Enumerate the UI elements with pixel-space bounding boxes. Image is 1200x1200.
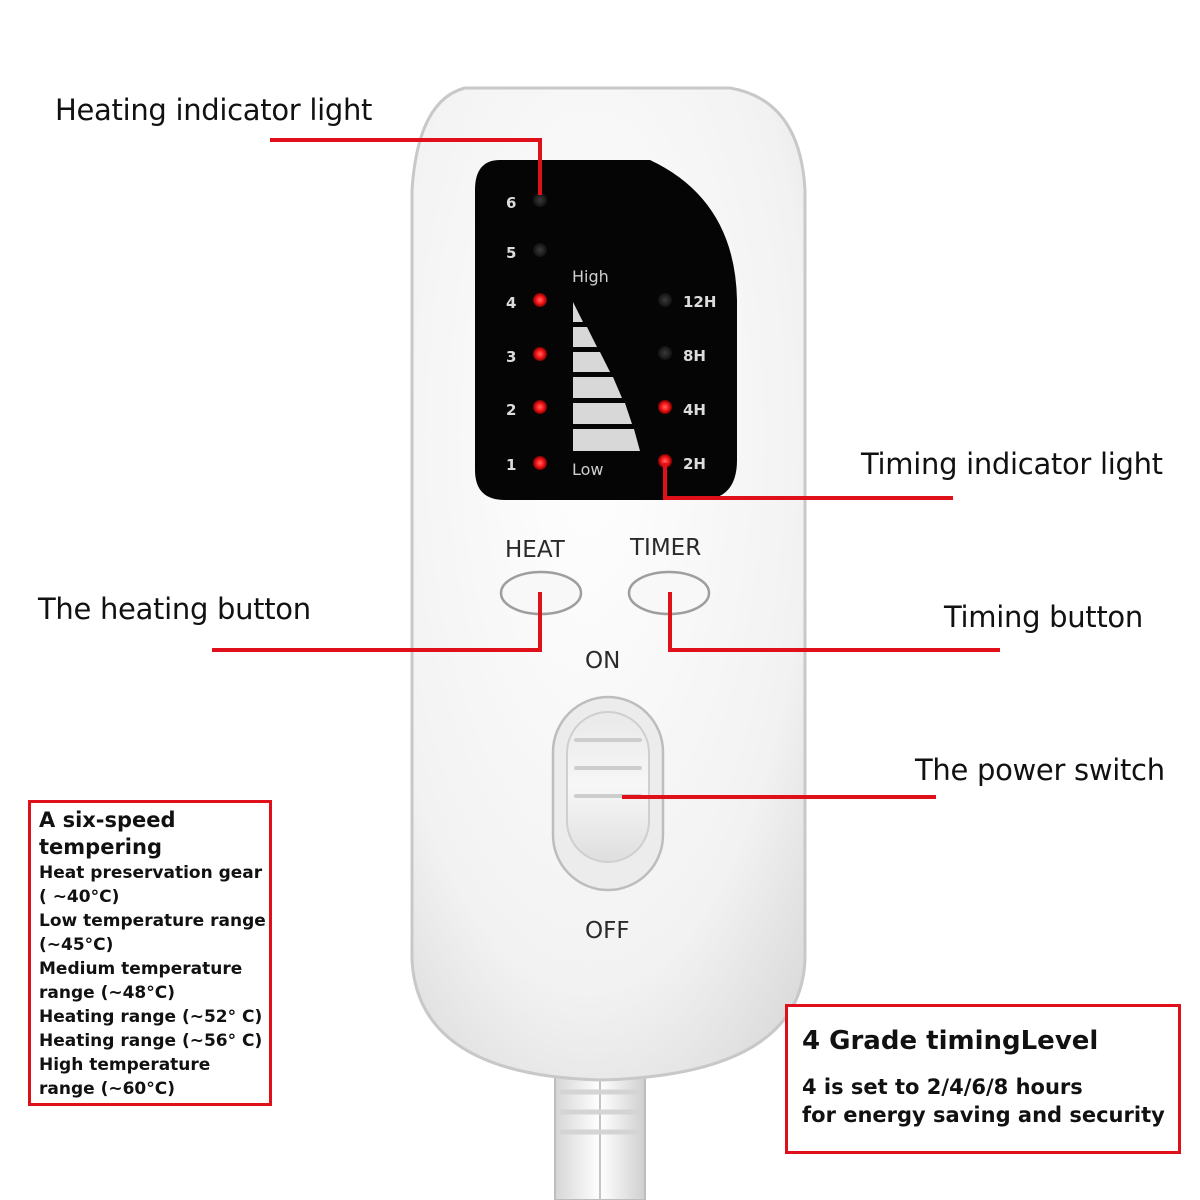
timer-level-indicators: 12H 8H 4H 2H: [658, 293, 716, 473]
timer-led: [658, 454, 672, 468]
heat-level-number: 6: [506, 194, 516, 212]
scale-high-label: High: [572, 267, 609, 286]
heat-level-number: 2: [506, 401, 516, 419]
tempering-info-box: A six-speed tempering Heat preservation …: [28, 800, 272, 1106]
timer-led: [658, 293, 672, 307]
heat-level-number: 5: [506, 244, 516, 262]
tempering-title-line: A six-speed: [39, 808, 176, 832]
heat-led: [533, 456, 547, 470]
callout-timing-button: Timing button: [944, 600, 1143, 634]
timer-level-label: 12H: [683, 293, 716, 311]
timing-info-box: 4 Grade timingLevel 4 is set to 2/4/6/8 …: [785, 1004, 1181, 1154]
heat-led: [533, 347, 547, 361]
heat-led: [533, 193, 547, 207]
tempering-title-line: tempering: [39, 835, 162, 859]
scale-low-label: Low: [572, 460, 604, 479]
timing-box-line: 4 is set to 2/4/6/8 hours: [802, 1075, 1083, 1099]
heat-level-indicators: 6 5 4 3 2 1: [506, 193, 547, 474]
pointer-timing-button: [668, 592, 1000, 652]
callout-pointer-lines: [212, 138, 1000, 799]
heat-scale-wedge: High Low: [572, 267, 640, 479]
callout-heating-button: The heating button: [38, 592, 311, 626]
tempering-line: range (~60°C): [39, 1079, 175, 1099]
tempering-line: High temperature: [39, 1055, 211, 1075]
timer-led: [658, 346, 672, 360]
heat-button-label: HEAT: [505, 537, 566, 563]
heat-level-number: 1: [506, 456, 516, 474]
tempering-line: Heating range (~56° C): [39, 1031, 263, 1051]
timer-button-label: TIMER: [629, 535, 701, 561]
timer-level-label: 2H: [683, 455, 706, 473]
tempering-line: ( ~40°C): [39, 887, 120, 907]
timing-box-title: 4 Grade timingLevel: [802, 1026, 1099, 1056]
tempering-line: Heating range (~52° C): [39, 1007, 263, 1027]
pointer-timing-indicator: [663, 463, 953, 500]
tempering-line: Low temperature range: [39, 911, 266, 931]
timing-box-line: for energy saving and security: [802, 1103, 1165, 1127]
heat-led: [533, 293, 547, 307]
heat-led: [533, 400, 547, 414]
callout-heating-indicator-light: Heating indicator light: [55, 93, 373, 127]
on-label: ON: [585, 648, 620, 674]
heat-level-number: 4: [506, 294, 516, 312]
timer-led: [658, 400, 672, 414]
callout-timing-indicator-light: Timing indicator light: [861, 447, 1163, 481]
tempering-line: Medium temperature: [39, 959, 243, 979]
tempering-line: range (~48°C): [39, 983, 175, 1003]
power-switch[interactable]: [551, 695, 665, 892]
tempering-line: Heat preservation gear: [39, 863, 263, 883]
off-label: OFF: [585, 918, 630, 944]
callout-power-switch: The power switch: [915, 753, 1165, 787]
heat-level-number: 3: [506, 348, 516, 366]
timer-level-label: 8H: [683, 347, 706, 365]
timer-level-label: 4H: [683, 401, 706, 419]
pointer-heating-indicator: [270, 138, 542, 195]
heat-led: [533, 243, 547, 257]
tempering-line: (~45°C): [39, 935, 114, 955]
pointer-heating-button: [212, 592, 542, 652]
